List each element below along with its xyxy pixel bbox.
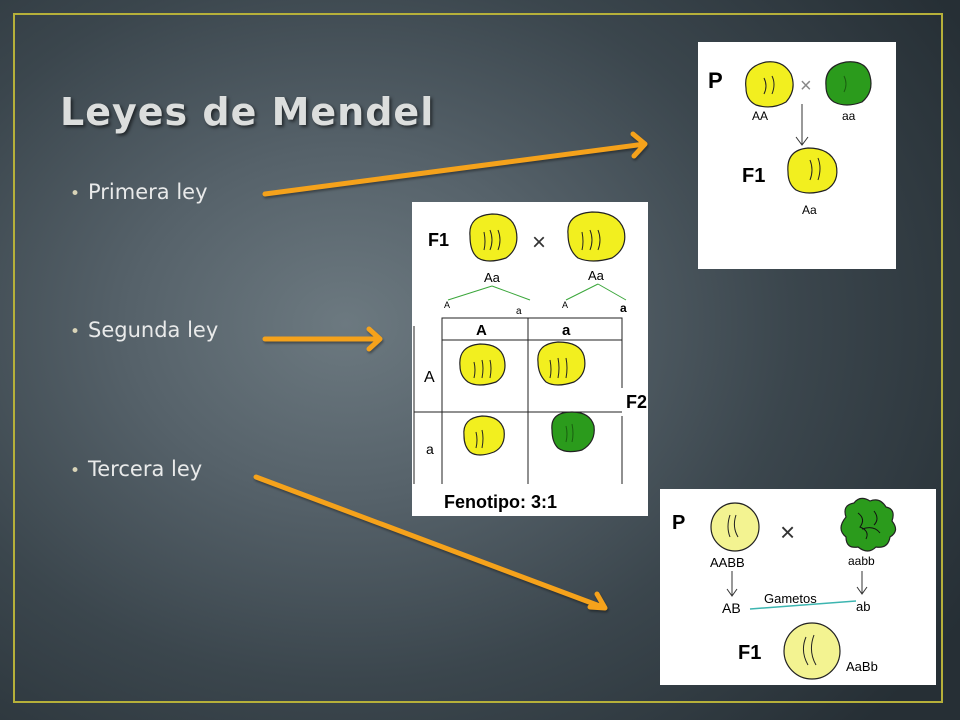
p-label: P (708, 68, 723, 93)
gametes-label: Gametos (764, 591, 817, 606)
gamete-left: AB (722, 600, 741, 616)
bullet-dot-icon: • (70, 461, 81, 481)
bullet-label: Segunda ley (88, 318, 219, 342)
pale-yellow-pea-icon (710, 502, 760, 552)
yellow-pea-icon (469, 213, 518, 262)
wrinkled-green-pea-icon (840, 497, 897, 552)
cross-symbol: × (800, 75, 812, 97)
bullet-dot-icon: • (70, 322, 81, 342)
genotype-left: AA (752, 109, 768, 123)
punnett-grid (413, 317, 623, 484)
yellow-pea-icon (537, 341, 586, 386)
diagram-primera-ley: P × AA aa F1 Aa (698, 42, 896, 269)
f1-genotype: AaBb (846, 659, 878, 674)
diagram-segunda-ley: F1 × Aa Aa A a A a (412, 202, 648, 516)
genotype-right: aa (842, 109, 856, 123)
row-header-1: A (424, 369, 435, 386)
down-arrow-icon (726, 571, 738, 597)
yellow-pea-icon (567, 211, 626, 262)
right-parent: Aa (588, 268, 605, 283)
f1-genotype: Aa (802, 203, 817, 217)
cross-symbol: × (780, 517, 795, 547)
bullet-primera-ley: • Primera ley (70, 180, 208, 204)
pale-yellow-pea-icon (783, 622, 841, 680)
bullet-tercera-ley: • Tercera ley (70, 457, 202, 481)
f1-label: F1 (738, 642, 761, 664)
genotype-left: AABB (710, 555, 745, 570)
gamete-3: A (562, 300, 568, 310)
yellow-pea-icon (787, 147, 838, 194)
down-arrow-icon (856, 571, 868, 595)
gametes-line (749, 600, 857, 610)
genotype-right: aabb (848, 554, 875, 568)
gamete-lines (447, 283, 627, 301)
gamete-1: A (444, 300, 450, 310)
bullet-label: Tercera ley (88, 457, 203, 481)
arrow-primera-ley (262, 131, 648, 197)
down-arrow-icon (795, 104, 809, 146)
yellow-pea-icon (463, 415, 505, 456)
bullet-segunda-ley: • Segunda ley (70, 318, 218, 342)
f2-label: F2 (626, 392, 647, 412)
left-parent: Aa (484, 270, 501, 285)
cross-symbol: × (532, 229, 546, 256)
col-header-1: A (476, 322, 487, 339)
f1-label: F1 (742, 165, 765, 187)
bullet-label: Primera ley (88, 180, 208, 204)
gamete-2: a (516, 306, 522, 317)
green-pea-icon (825, 61, 872, 106)
bullet-dot-icon: • (70, 184, 81, 204)
diagram-tercera-ley: P × AABB aabb Gametos AB ab (660, 489, 936, 685)
yellow-pea-icon (745, 61, 794, 108)
gamete-right: ab (856, 599, 870, 614)
p-label: P (672, 512, 685, 534)
slide-title: Leyes de Mendel (60, 90, 435, 134)
f1-label: F1 (428, 230, 449, 250)
phenotype-ratio: Fenotipo: 3:1 (444, 492, 557, 512)
arrow-tercera-ley (253, 474, 608, 611)
col-header-2: a (562, 322, 571, 339)
green-pea-icon (551, 411, 595, 453)
gamete-4: a (620, 301, 627, 315)
row-header-2: a (426, 441, 434, 457)
arrow-segunda-ley (262, 326, 383, 352)
yellow-pea-icon (459, 343, 506, 386)
